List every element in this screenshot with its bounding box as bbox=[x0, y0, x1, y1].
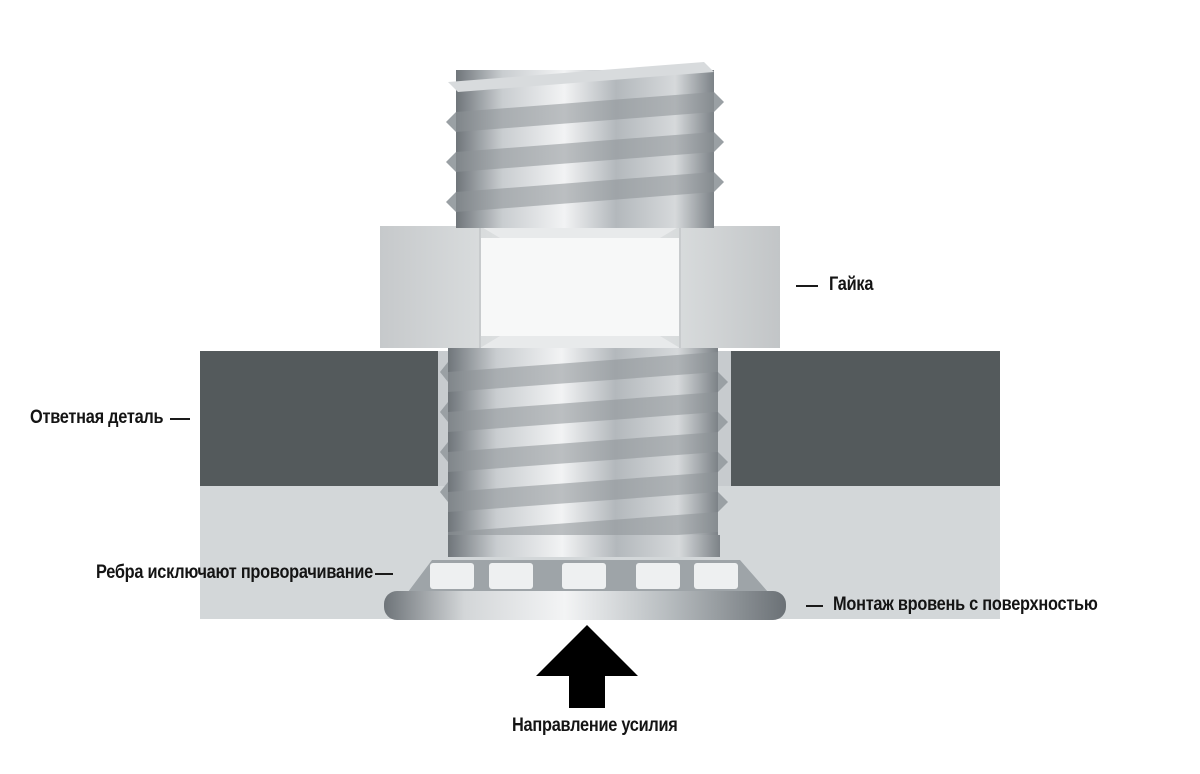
mating-part-callout-line bbox=[170, 418, 190, 420]
ribs-callout-line bbox=[375, 573, 393, 575]
stud-shank-lower bbox=[440, 345, 728, 555]
anti-rotation-ribs bbox=[408, 560, 768, 592]
nut bbox=[380, 226, 780, 348]
nut-callout-line bbox=[796, 285, 818, 287]
stud-thread-upper bbox=[446, 62, 724, 228]
stud-neck bbox=[448, 535, 720, 557]
flush-mount-callout-line bbox=[806, 605, 823, 607]
ribs-label: Ребра исключают проворачивание bbox=[96, 562, 373, 583]
stud-head-flange bbox=[384, 591, 786, 620]
arrow-up-icon bbox=[536, 625, 638, 708]
flush-mount-label: Монтаж вровень с поверхностью bbox=[833, 594, 1098, 615]
nut-label: Гайка bbox=[829, 274, 874, 295]
force-direction-label: Направление усилия bbox=[512, 715, 678, 736]
mating-part-label: Ответная деталь bbox=[30, 407, 164, 428]
